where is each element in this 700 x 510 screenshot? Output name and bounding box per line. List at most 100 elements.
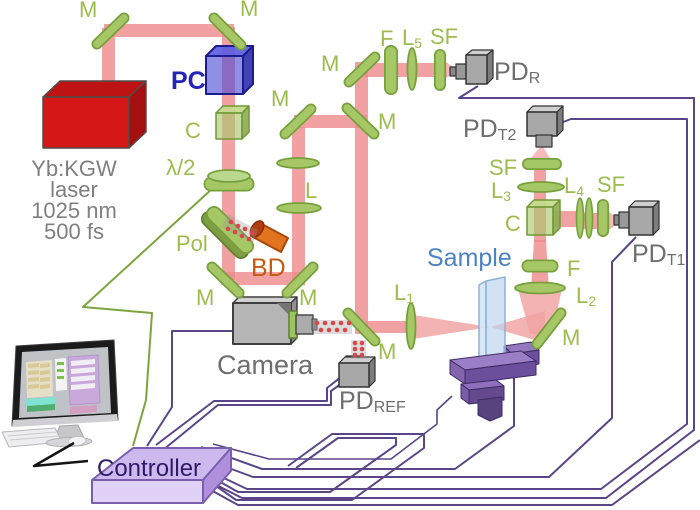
pockels-cell-side — [242, 45, 254, 95]
label-half-wave-plate: λ/2 — [166, 155, 195, 180]
label-camera: Camera — [217, 350, 314, 380]
pd-t2-side — [556, 105, 564, 137]
label-mirror-m8: M — [378, 339, 396, 364]
label-beam-dump: BD — [251, 254, 286, 282]
wire-pdref-b — [162, 380, 346, 451]
label-mirror-m1: M — [79, 0, 97, 22]
gui-white-column — [55, 358, 67, 391]
gui-button-1 — [71, 359, 95, 366]
beam-right-column — [355, 62, 368, 334]
dotted-beam-to-pdref-dot-0 — [352, 340, 358, 346]
lens-l1 — [405, 302, 417, 350]
beam-reflection-arm — [361, 63, 447, 77]
label-lens-l3: L3 — [491, 178, 511, 204]
keyboard-line-1 — [7, 431, 58, 437]
mirror-m1 — [93, 14, 128, 48]
cube-c2-side — [552, 199, 561, 236]
label-pd-r: PDR — [494, 58, 540, 87]
dotted-beam-pol-to-bd-dot-7 — [246, 236, 252, 242]
dotted-beam-pol-to-bd-dot-1 — [235, 223, 241, 229]
mirror-m5 — [281, 105, 315, 138]
gui-button-3 — [71, 375, 95, 382]
gui-tan-cell-8 — [40, 384, 50, 389]
wire-nest-loop-1 — [167, 433, 425, 501]
mirror-m9 — [533, 309, 565, 348]
gui-tan-cell-3 — [28, 370, 39, 375]
mirror-m6-beamsplitter — [343, 104, 378, 138]
dotted-beam-pol-to-bd-dot-5 — [232, 229, 238, 235]
lens-telescope-2 — [276, 202, 322, 214]
controller-side — [202, 447, 232, 504]
dotted-beam-to-pdref-dot-4 — [352, 352, 358, 358]
beam-cone-to-pdt2 — [529, 145, 551, 160]
dotted-beam-camera-dot-4 — [346, 320, 352, 326]
gui-tan-cell-1 — [28, 363, 39, 368]
pd-t1-side — [652, 200, 660, 236]
mirror-m7 — [345, 53, 379, 86]
wire-half-wave-to-controller — [82, 187, 214, 447]
keyboard-line-2 — [9, 435, 60, 441]
camera-body — [232, 302, 292, 345]
label-laser-line-1: Yb:KGW — [31, 156, 117, 181]
dotted-beam-to-pdref-dot-1 — [359, 340, 365, 346]
pd-t2-body — [526, 111, 558, 137]
label-mirror-m9: M — [562, 325, 580, 350]
gui-green-row — [27, 404, 55, 412]
wire-pdt2 — [187, 118, 688, 490]
gui-button-4 — [71, 383, 95, 390]
label-lens-telescope: L — [305, 178, 317, 203]
label-laser-line-2: laser — [50, 177, 98, 202]
wire-stage-b — [212, 395, 453, 460]
gui-tan-cell-2 — [40, 363, 50, 368]
dotted-beam-camera-dot-7 — [334, 327, 340, 333]
label-lens-l2: L2 — [576, 283, 596, 309]
gui-tan-cell-6 — [40, 377, 50, 382]
gui-pink-bar — [70, 405, 97, 414]
laser-box-side — [128, 80, 147, 149]
label-pd-t2: PDT2 — [463, 115, 517, 144]
label-pockels-cell: PC — [171, 67, 206, 95]
lens-l2 — [514, 281, 566, 295]
label-pd-ref: PDREF — [339, 387, 406, 416]
monitor-chin — [12, 414, 118, 427]
label-sf-mid: SF — [489, 155, 517, 180]
dotted-beam-pol-to-bd-dot-0 — [228, 219, 234, 225]
beam-focus-cone-l1 — [413, 315, 490, 339]
mirror-m4 — [283, 263, 317, 297]
label-filter-f-mid: F — [567, 256, 580, 281]
lens-l3 — [517, 181, 565, 193]
lens-l4b — [584, 197, 594, 239]
dotted-beam-pol-to-bd-dot-2 — [242, 226, 248, 232]
wire-pdr — [182, 85, 695, 499]
label-lens-l5: L5 — [402, 25, 422, 51]
controller-front — [91, 479, 204, 504]
pd-t2-nozzle — [535, 134, 553, 148]
dotted-beam-pol-to-bd-dot-3 — [249, 230, 255, 236]
label-laser-line-4: 500 fs — [44, 219, 104, 244]
label-sf-top: SF — [430, 24, 458, 49]
dotted-beam-pol-to-bd-dot-4 — [225, 226, 231, 232]
stage-bar-front — [464, 360, 537, 385]
label-controller: Controller — [97, 455, 201, 482]
lens-l4a — [575, 197, 585, 239]
label-filter-f-top: F — [380, 26, 393, 51]
label-laser-line-3: 1025 nm — [31, 198, 117, 223]
label-sf-right: SF — [597, 172, 625, 197]
pd-ref-side — [368, 356, 376, 388]
dotted-beam-camera-dot-0 — [314, 320, 320, 326]
dotted-beam-camera-dot-2 — [330, 320, 336, 326]
gui-tan-cell-4 — [40, 370, 50, 375]
wire-pdt1 — [193, 236, 637, 478]
gui-green-cell-3 — [57, 376, 64, 379]
dotted-beam-camera-dot-8 — [342, 327, 348, 333]
mirror-m8-beamsplitter — [344, 309, 379, 345]
wire-camera-to-controller — [146, 330, 234, 447]
mirror-m3 — [208, 263, 243, 297]
pockels-cell-front — [205, 55, 244, 95]
gui-cyan-strip — [26, 397, 56, 406]
gui-green-cell-2 — [57, 369, 64, 372]
gui-tan-cell-7 — [28, 384, 39, 389]
label-lens-l1: L1 — [394, 280, 414, 306]
dotted-beam-to-pdref-dot-5 — [359, 352, 365, 358]
